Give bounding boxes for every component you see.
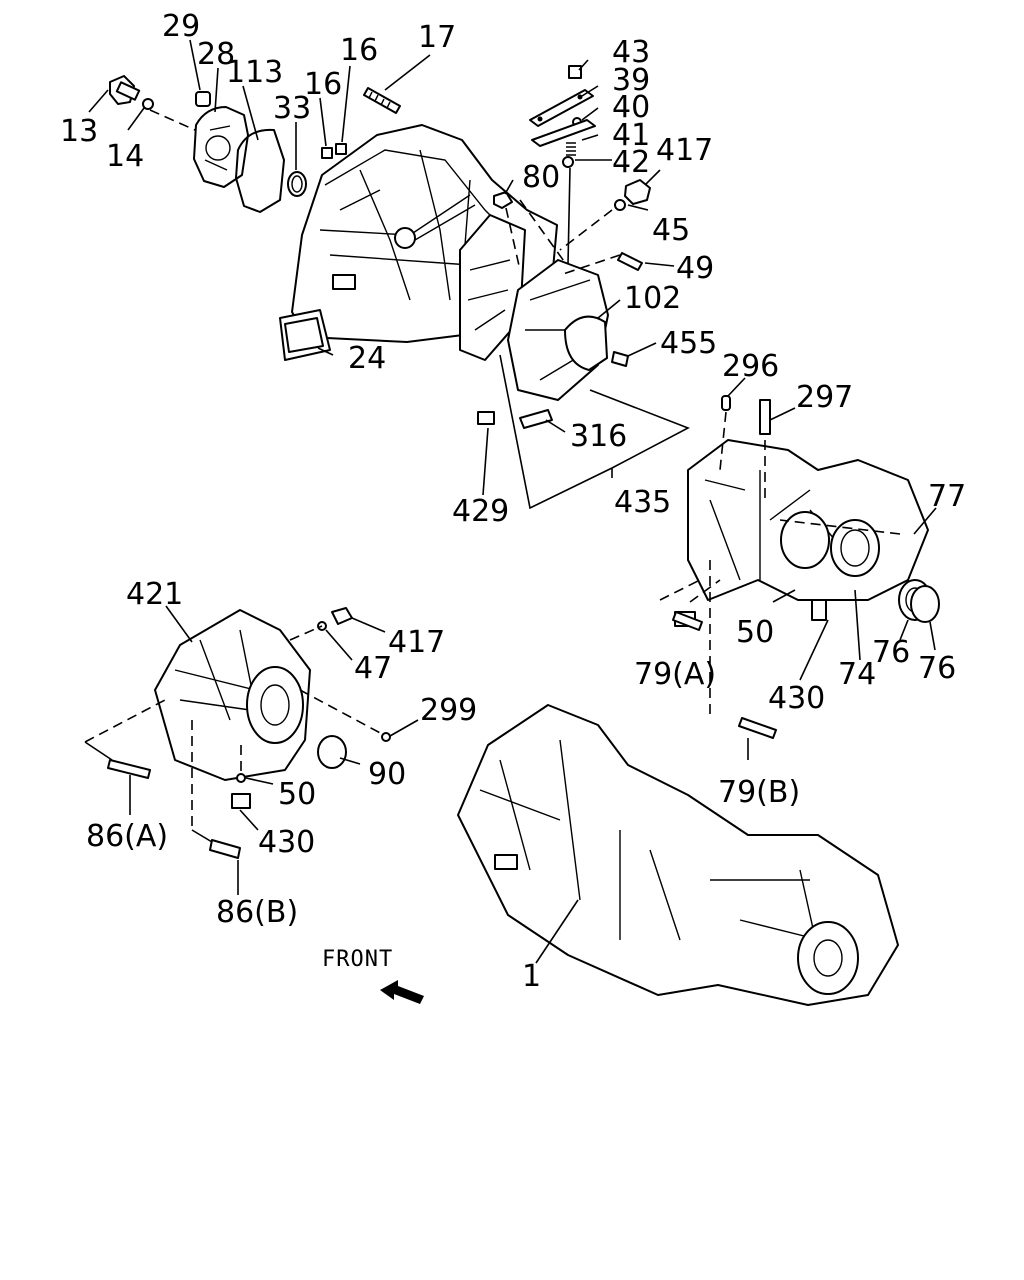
callout-47: 47 xyxy=(354,651,392,686)
main-bell-housing xyxy=(291,124,558,361)
plugs-and-spring xyxy=(493,179,651,271)
callout-429: 429 xyxy=(452,494,509,529)
callout-76-right: 76 xyxy=(918,651,956,686)
callout-16-right: 16 xyxy=(340,33,378,68)
callout-76-left: 76 xyxy=(872,635,910,670)
callout-113: 113 xyxy=(226,55,283,90)
callout-39: 39 xyxy=(612,63,650,98)
callout-16-left: 16 xyxy=(304,67,342,102)
callout-430-left: 430 xyxy=(258,825,315,860)
callout-79a: 79(A) xyxy=(634,657,716,692)
callout-74: 74 xyxy=(838,657,876,692)
callout-24: 24 xyxy=(348,341,386,376)
callout-90: 90 xyxy=(368,757,406,792)
callout-77: 77 xyxy=(928,479,966,514)
callout-29: 29 xyxy=(162,9,200,44)
callout-86a: 86(A) xyxy=(86,819,168,854)
stud-bolt xyxy=(363,87,401,114)
callout-33: 33 xyxy=(273,91,311,126)
callout-435: 435 xyxy=(614,485,671,520)
front-direction-arrow xyxy=(380,980,424,1004)
callout-80: 80 xyxy=(522,160,560,195)
callout-316: 316 xyxy=(570,419,627,454)
callout-50-left: 50 xyxy=(278,777,316,812)
callout-421: 421 xyxy=(126,577,183,612)
transmission-assembly xyxy=(457,704,899,1006)
mounting-bolts xyxy=(672,611,777,739)
oil-seals xyxy=(898,579,940,623)
callout-455: 455 xyxy=(660,326,717,361)
front-label: FRONT xyxy=(322,947,393,972)
callout-417-top: 417 xyxy=(656,133,713,168)
leader-lines xyxy=(84,39,937,964)
callout-49: 49 xyxy=(676,251,714,286)
callout-50-right: 50 xyxy=(736,615,774,650)
callout-labels: 13 14 29 28 113 33 16 16 17 43 39 40 41 … xyxy=(60,9,966,994)
callout-417-mid: 417 xyxy=(388,625,445,660)
callout-42: 42 xyxy=(612,145,650,180)
callout-43: 43 xyxy=(612,35,650,70)
callout-299: 299 xyxy=(420,693,477,728)
callout-45: 45 xyxy=(652,213,690,248)
callout-28: 28 xyxy=(197,37,235,72)
callout-40: 40 xyxy=(612,90,650,125)
interlock-plates xyxy=(529,65,596,168)
rubber-boot xyxy=(279,309,331,361)
front-cover-assembly xyxy=(109,75,307,213)
callout-1: 1 xyxy=(522,959,541,994)
callout-297: 297 xyxy=(796,380,853,415)
callout-86b: 86(B) xyxy=(216,895,298,930)
callout-430-right: 430 xyxy=(768,681,825,716)
callout-296: 296 xyxy=(722,349,779,384)
callout-79b: 79(B) xyxy=(718,775,800,810)
rear-housing xyxy=(107,607,391,859)
callout-14: 14 xyxy=(106,139,144,174)
callout-102: 102 xyxy=(624,281,681,316)
callout-13: 13 xyxy=(60,114,98,149)
callout-41: 41 xyxy=(612,118,650,153)
callout-17: 17 xyxy=(418,20,456,55)
intermediate-plate xyxy=(477,259,629,429)
